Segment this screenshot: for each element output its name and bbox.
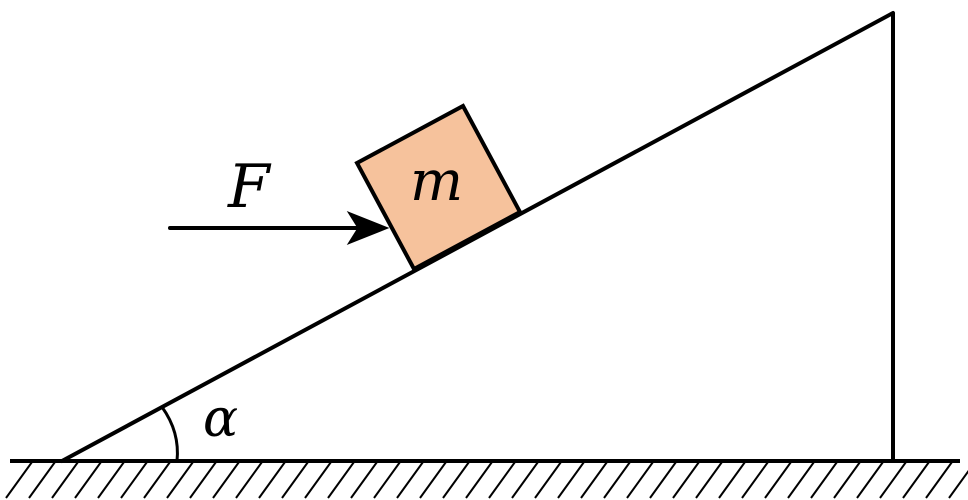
hatch-stroke (304, 462, 332, 499)
hatch-stroke (258, 462, 286, 499)
hatch-stroke (925, 462, 953, 499)
hatch-stroke (51, 462, 79, 499)
hatch-stroke (833, 462, 861, 499)
hatch-stroke (488, 462, 516, 499)
ground-hatching (5, 462, 968, 499)
hatch-stroke (649, 462, 677, 499)
hatch-stroke (626, 462, 654, 499)
hatch-stroke (327, 462, 355, 499)
hatch-stroke (189, 462, 217, 499)
hatch-stroke (373, 462, 401, 499)
hatch-stroke (580, 462, 608, 499)
hatch-stroke (879, 462, 907, 499)
hatch-stroke (166, 462, 194, 499)
hatch-stroke (856, 462, 884, 499)
hatch-stroke (212, 462, 240, 499)
mass-label: m (410, 149, 463, 214)
hatch-stroke (97, 462, 125, 499)
hatch-stroke (442, 462, 470, 499)
hatch-stroke (143, 462, 171, 499)
hatch-stroke (764, 462, 792, 499)
force-arrow-head (346, 210, 390, 246)
hatch-stroke (465, 462, 493, 499)
hatch-stroke (902, 462, 930, 499)
hatch-stroke (281, 462, 309, 499)
angle-label: α (203, 389, 238, 449)
hatch-stroke (28, 462, 56, 499)
hatch-stroke (718, 462, 746, 499)
hatch-stroke (695, 462, 723, 499)
hatch-stroke (534, 462, 562, 499)
hatch-stroke (557, 462, 585, 499)
hatch-stroke (603, 462, 631, 499)
hatch-stroke (74, 462, 102, 499)
hatch-stroke (5, 462, 33, 499)
hatch-stroke (235, 462, 263, 499)
hatch-stroke (419, 462, 447, 499)
hatch-stroke (787, 462, 815, 499)
force-label: F (227, 152, 272, 222)
angle-arc (160, 406, 179, 462)
hatch-stroke (350, 462, 378, 499)
hatch-stroke (511, 462, 539, 499)
hatch-stroke (948, 469, 968, 499)
hatch-stroke (741, 462, 769, 499)
hatch-stroke (672, 462, 700, 499)
hatch-stroke (810, 462, 838, 499)
hatch-stroke (120, 462, 148, 499)
hatch-stroke (396, 462, 424, 499)
mass-block (354, 103, 523, 272)
